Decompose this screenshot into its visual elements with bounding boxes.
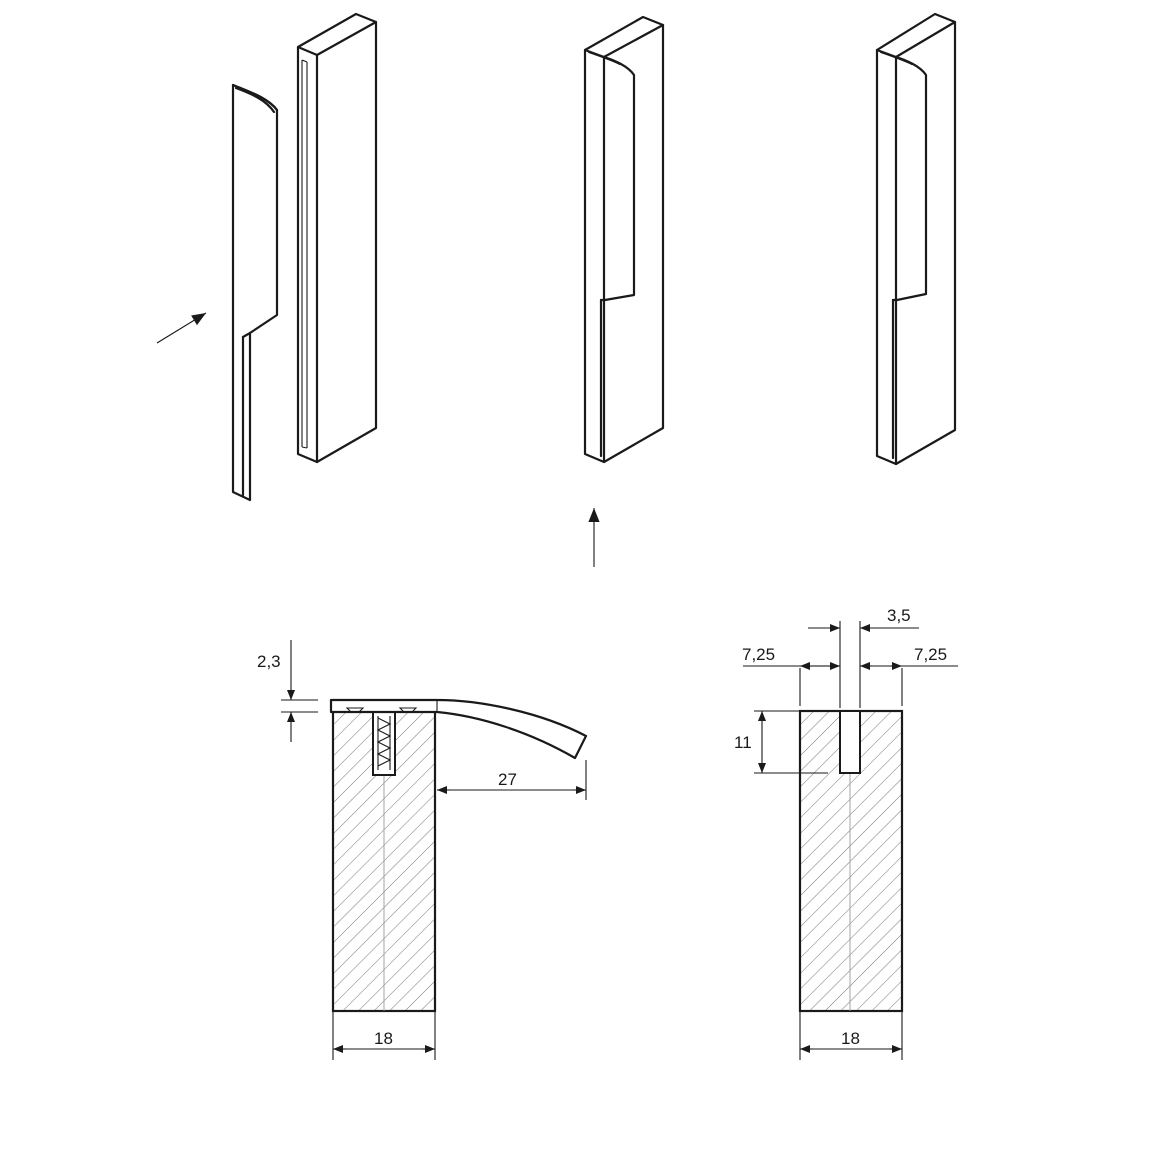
dim-panel-width-right: 18 bbox=[841, 1029, 860, 1048]
insertion-arrow bbox=[156, 312, 207, 344]
iso-view-assembled-2 bbox=[875, 12, 957, 466]
iso-view-exploded bbox=[156, 12, 378, 502]
iso-view-assembled bbox=[583, 15, 665, 567]
handle-profile-strip bbox=[231, 83, 279, 502]
dim-groove-offset-left: 7,25 bbox=[742, 645, 775, 664]
section-with-profile: 2,3 27 18 bbox=[257, 640, 588, 1060]
dim-profile-reach: 27 bbox=[498, 770, 517, 789]
dim-panel-width-left: 18 bbox=[374, 1029, 393, 1048]
section-grooved-panel: 3,5 7,25 7,25 11 18 bbox=[734, 606, 958, 1060]
dim-flange-thickness: 2,3 bbox=[257, 652, 281, 671]
dim-groove-width: 3,5 bbox=[887, 606, 911, 625]
dim-groove-offset-right: 7,25 bbox=[914, 645, 947, 664]
door-panel-grooved bbox=[296, 12, 378, 464]
dim-groove-depth: 11 bbox=[734, 733, 752, 752]
